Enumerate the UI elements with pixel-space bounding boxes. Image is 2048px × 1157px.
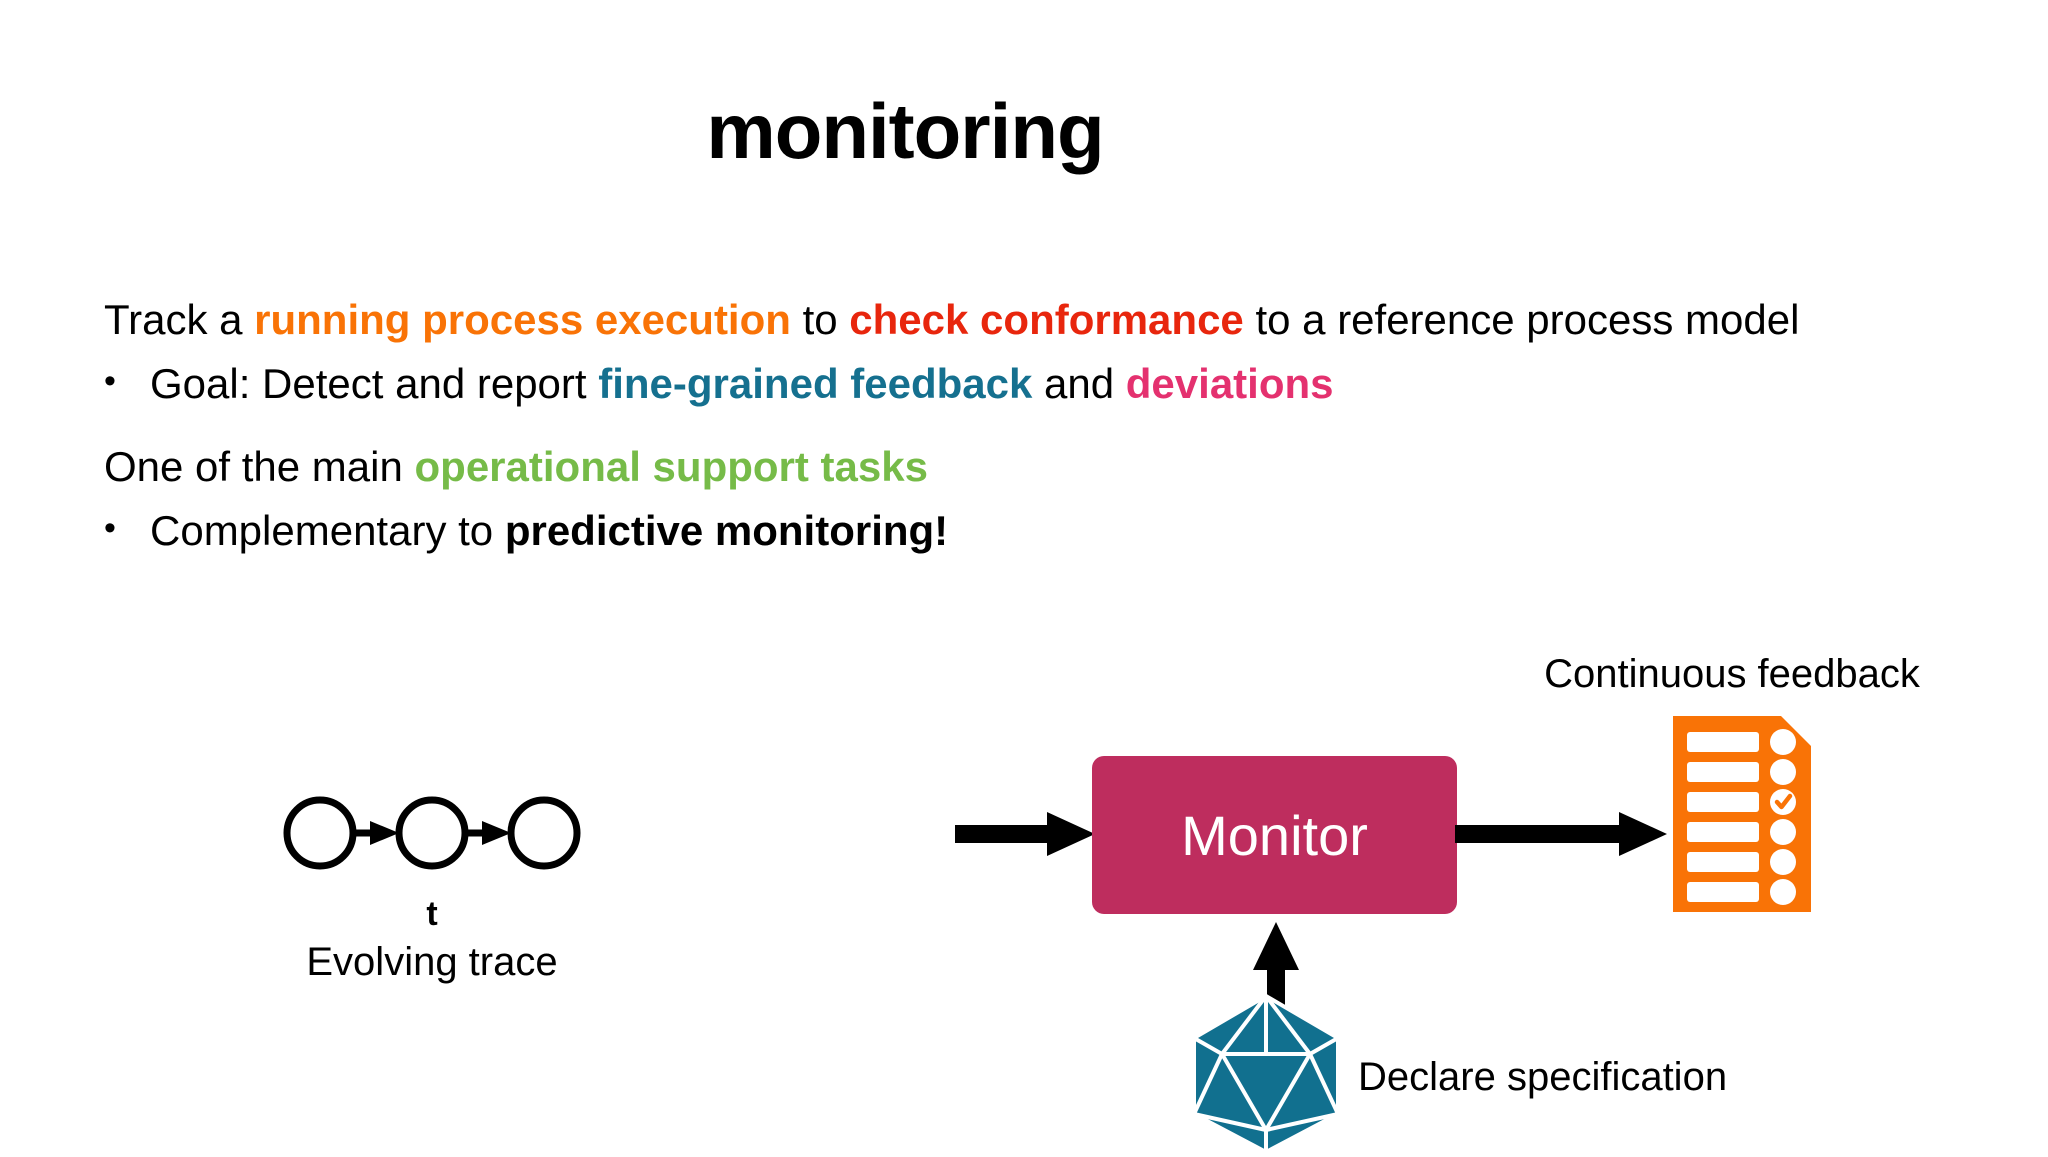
highlight-operational-support-tasks: operational support tasks bbox=[414, 443, 928, 491]
monitor-label: Monitor bbox=[1181, 803, 1368, 867]
bullet-goal-text: Goal: Detect and report fine-grained fee… bbox=[150, 359, 1904, 409]
paragraph-track-part2: to bbox=[790, 296, 850, 343]
bullet-marker-icon: • bbox=[104, 508, 116, 547]
trace-time-label: t bbox=[426, 895, 438, 933]
page-title: monitoring bbox=[706, 87, 1104, 175]
declare-specification-label: Declare specification bbox=[1358, 1055, 1728, 1099]
icosahedron-icon bbox=[1192, 994, 1340, 1154]
paragraph-operational-part1: One of the main bbox=[104, 443, 415, 491]
bullet-complementary-text: Complementary to predictive monitoring! bbox=[150, 506, 1904, 556]
arrow-monitor-to-feedback bbox=[1455, 812, 1667, 856]
checklist-document-icon bbox=[1673, 716, 1811, 912]
paragraph-track: Track a running process execution to che… bbox=[104, 295, 1904, 345]
highlight-deviations: deviations bbox=[1125, 359, 1334, 407]
bullet-goal-part2: and bbox=[1032, 359, 1126, 407]
bullet-goal: • Goal: Detect and report fine-grained f… bbox=[104, 359, 1904, 409]
trace-nodes-icon bbox=[283, 796, 581, 870]
declare-spec-icosahedron bbox=[1186, 992, 1346, 1154]
continuous-feedback-label: Continuous feedback bbox=[1544, 652, 1920, 696]
bullet-marker-icon: • bbox=[104, 361, 116, 400]
evolving-trace-graphic bbox=[282, 795, 582, 870]
paragraph-track-part3: to a reference process model bbox=[1243, 296, 1800, 343]
arrow-right-icon bbox=[1455, 812, 1667, 856]
arrow-right-icon bbox=[955, 812, 1095, 856]
highlight-check-conformance: check conformance bbox=[849, 296, 1244, 343]
bullet-complementary-part1: Complementary to bbox=[150, 506, 505, 554]
arrow-trace-to-monitor bbox=[955, 812, 1095, 856]
bullet-complementary: • Complementary to predictive monitoring… bbox=[104, 506, 1904, 556]
bullet-goal-part1: Goal: Detect and report bbox=[150, 359, 599, 407]
trace-caption: Evolving trace bbox=[306, 940, 558, 984]
paragraph-track-part1: Track a bbox=[104, 296, 255, 343]
checklist-icon bbox=[1673, 716, 1811, 912]
highlight-running-process-execution: running process execution bbox=[254, 296, 791, 343]
highlight-fine-grained-feedback: fine-grained feedback bbox=[598, 359, 1033, 407]
check-icon bbox=[1774, 793, 1793, 810]
highlight-predictive-monitoring: predictive monitoring! bbox=[504, 506, 949, 554]
monitoring-diagram: t Evolving trace Monitor bbox=[0, 640, 2048, 1154]
body-content: Track a running process execution to che… bbox=[104, 295, 1904, 555]
monitor-node[interactable]: Monitor bbox=[1092, 756, 1457, 914]
paragraph-operational: One of the main operational support task… bbox=[104, 442, 1904, 492]
